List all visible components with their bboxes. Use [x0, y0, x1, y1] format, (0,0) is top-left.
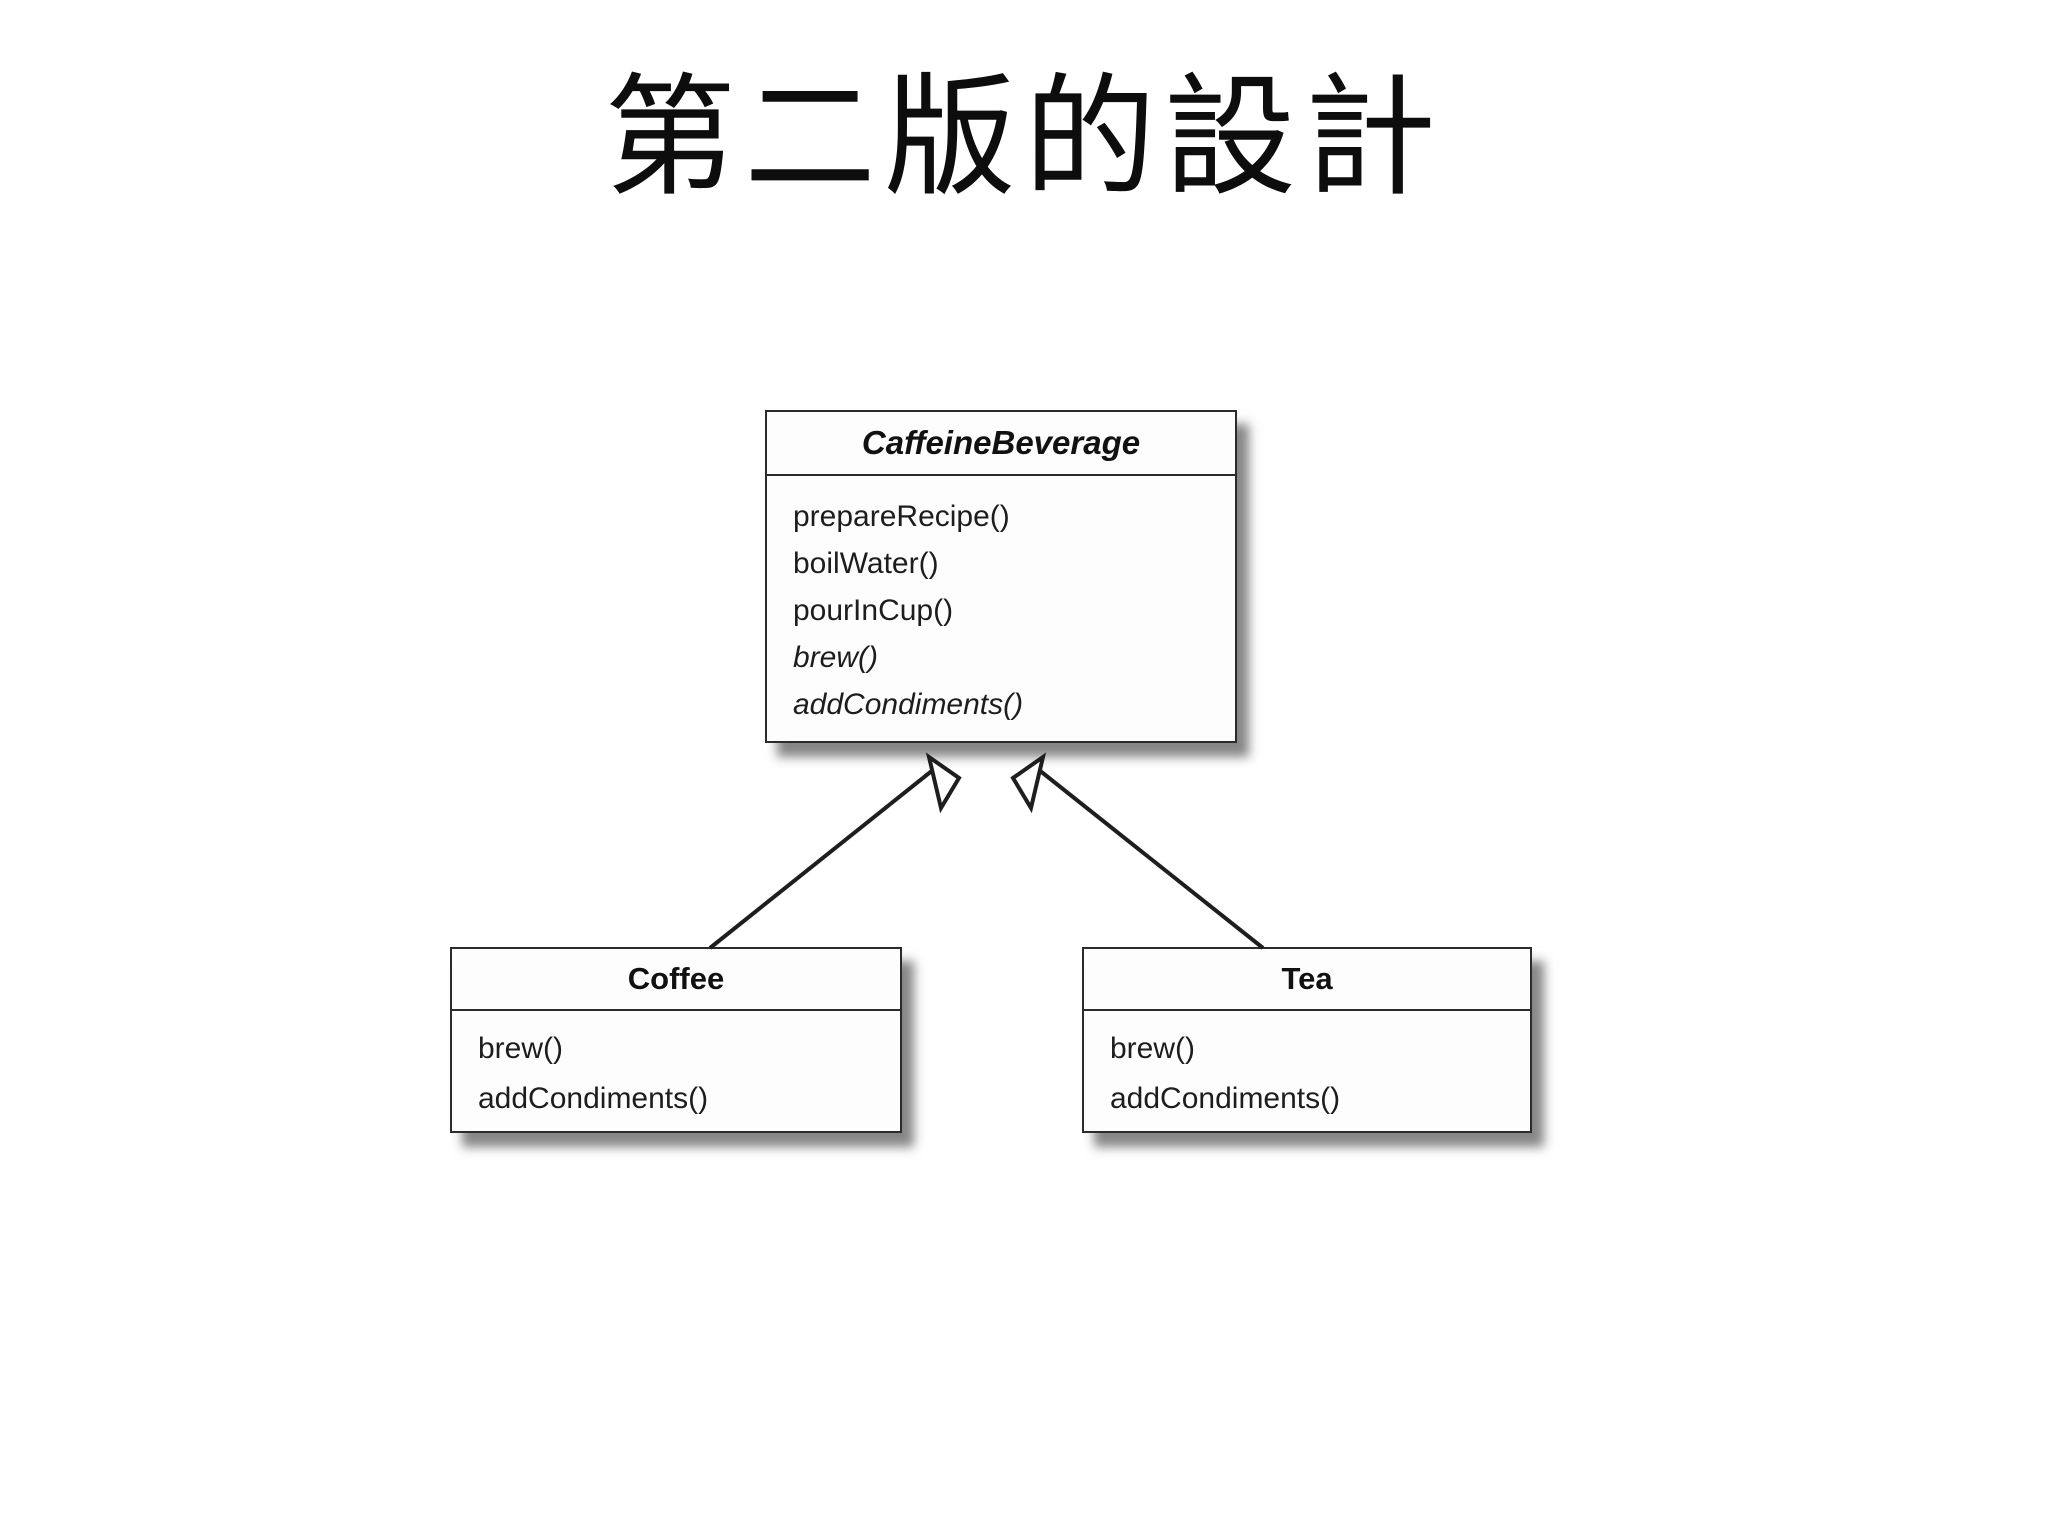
generalization-arrow-coffee — [708, 752, 962, 950]
method-brew: brew() — [1110, 1032, 1196, 1065]
class-name-tea: Tea — [1084, 949, 1530, 1011]
class-methods-caffeinebeverage: prepareRecipe() boilWater() pourInCup() … — [767, 476, 1235, 728]
class-box-coffee: Coffee brew() addCondiments() — [450, 947, 902, 1133]
class-name-caffeinebeverage: CaffeineBeverage — [767, 412, 1235, 476]
method-addcondiments-abstract: addCondiments() — [793, 688, 1024, 721]
generalization-line-tea — [1032, 764, 1265, 950]
hollow-triangle-icon — [925, 752, 962, 814]
method-preparerecipe: prepareRecipe() — [793, 500, 1010, 533]
hollow-triangle-icon — [1010, 752, 1047, 814]
method-addcondiments: addCondiments() — [478, 1082, 709, 1115]
class-box-caffeinebeverage: CaffeineBeverage prepareRecipe() boilWat… — [765, 410, 1237, 743]
slide-title: 第二版的設計 — [604, 64, 1444, 211]
generalization-arrow-tea — [1010, 752, 1265, 950]
method-boilwater: boilWater() — [793, 547, 939, 580]
class-box-tea: Tea brew() addCondiments() — [1082, 947, 1532, 1133]
method-brew: brew() — [478, 1032, 564, 1065]
class-methods-coffee: brew() addCondiments() — [452, 1011, 900, 1124]
generalization-line-coffee — [708, 764, 940, 950]
method-addcondiments: addCondiments() — [1110, 1082, 1341, 1115]
method-brew-abstract: brew() — [793, 641, 879, 674]
method-pourincup: pourInCup() — [793, 594, 954, 627]
class-methods-tea: brew() addCondiments() — [1084, 1011, 1530, 1124]
class-name-coffee: Coffee — [452, 949, 900, 1011]
